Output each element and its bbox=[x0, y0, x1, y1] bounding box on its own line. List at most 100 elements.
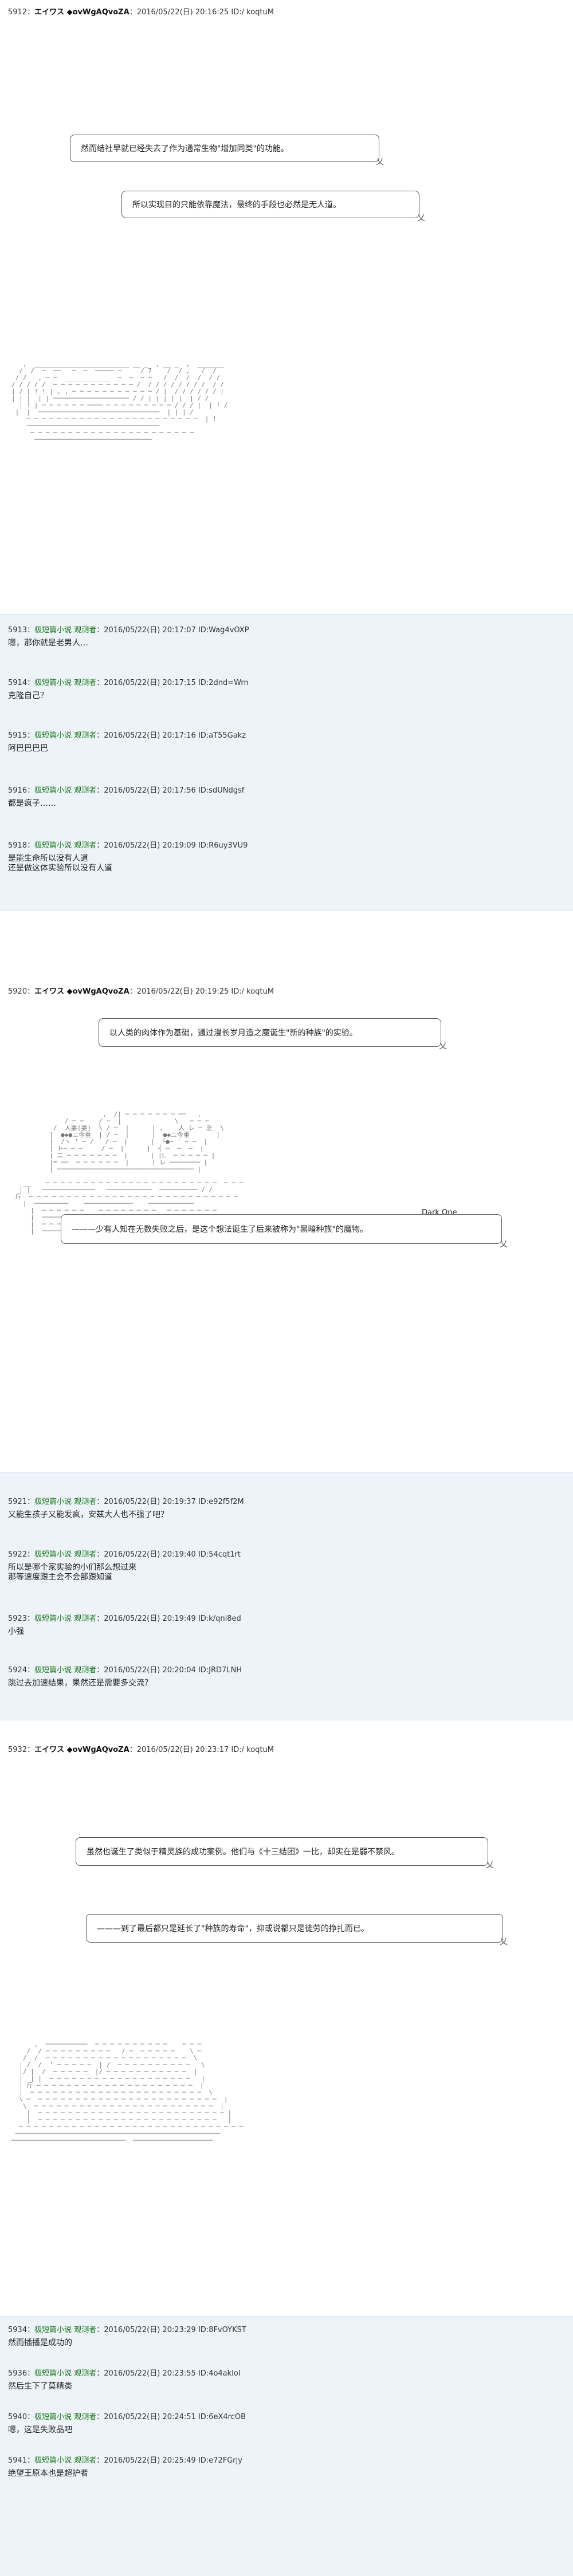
poster-name: 极短篇小说 观测者 bbox=[34, 731, 97, 740]
post-meta: ：2016/05/22(日) 20:23:29 ID:8FvOYKST bbox=[96, 2326, 246, 2334]
post-meta: ：2016/05/22(日) 20:19:40 ID:54cqt1rt bbox=[96, 1550, 241, 1559]
main-post-5920: 5920：エイワス ◆ovWgAQvoZA：2016/05/22(日) 20:1… bbox=[0, 911, 573, 1472]
post-meta: ：2016/05/22(日) 20:23:17 ID:/ koqtuM bbox=[129, 1746, 274, 1754]
speech-bubble: 虽然也诞生了类似于精灵族的成功案例。他们与《十三结团》一比，却实在是弱不禁风。 bbox=[76, 1837, 488, 1866]
post-meta: ：2016/05/22(日) 20:19:49 ID:k/qni8ed bbox=[96, 1614, 241, 1623]
post-number[interactable]: 5936： bbox=[8, 2369, 35, 2378]
reply-block: 5921：极短篇小说 观测者：2016/05/22(日) 20:19:37 ID… bbox=[0, 1472, 573, 1720]
poster-name: 极短篇小说 观测者 bbox=[34, 1550, 97, 1559]
reply-text: 跳过去加速结果，果然还是需要多交流？ bbox=[8, 1679, 152, 1688]
bubble-text: 以人类的肉体作为基础，通过漫长岁月造之魔诞生"新的种族"的实验。 bbox=[109, 1029, 358, 1038]
poster-name: 极短篇小说 观测者 bbox=[34, 1614, 97, 1623]
poster-name: 极短篇小说 观测者 bbox=[34, 1666, 97, 1675]
bubble-text: ———到了最后都只是延长了"种族的寿命"，抑或说都只是徒劳的挣扎而已。 bbox=[97, 1924, 369, 1933]
post-number[interactable]: 5921： bbox=[8, 1498, 35, 1506]
post-number[interactable]: 5934： bbox=[8, 2326, 35, 2334]
reply-block: 5913：极短篇小说 观测者：2016/05/22(日) 20:17:07 ID… bbox=[0, 615, 573, 910]
main-post-5912: 5912：エイワス ◆ovWgAQvoZA：2016/05/22(日) 20:1… bbox=[0, 0, 573, 614]
poster-name: 极短篇小说 观测者 bbox=[34, 841, 97, 850]
post-number[interactable]: 5914： bbox=[8, 679, 35, 687]
post-number[interactable]: 5916： bbox=[8, 786, 35, 795]
poster-name: 极短篇小说 观测者 bbox=[34, 2326, 97, 2334]
bubble-tail-mark: 乂 bbox=[439, 1042, 447, 1051]
post-meta: ：2016/05/22(日) 20:23:55 ID:4o4aklol bbox=[96, 2369, 241, 2378]
reply-text: 嗯，那你就是老男人… bbox=[8, 639, 88, 648]
speech-bubble: 以人类的肉体作为基础，通过漫长岁月造之魔诞生"新的种族"的实验。 bbox=[99, 1018, 441, 1047]
post-meta: ：2016/05/22(日) 20:17:15 ID:2dnd=Wrn bbox=[96, 679, 249, 687]
reply-text: 都是疯子…… bbox=[8, 799, 56, 808]
post-meta: ：2016/05/22(日) 20:20:04 ID:JRD7LNH bbox=[96, 1666, 242, 1675]
reply-header: 5923：极短篇小说 观测者：2016/05/22(日) 20:19:49 ID… bbox=[8, 1612, 241, 1623]
post-header: 5932：エイワス ◆ovWgAQvoZA：2016/05/22(日) 20:2… bbox=[8, 1743, 274, 1754]
poster-name: 极短篇小说 观测者 bbox=[34, 1498, 97, 1506]
reply-header: 5922：极短篇小说 观测者：2016/05/22(日) 20:19:40 ID… bbox=[8, 1548, 241, 1559]
reply-text: 然而插播是成功的 bbox=[8, 2338, 72, 2347]
post-meta: ：2016/05/22(日) 20:25:49 ID:e72FGrjy bbox=[96, 2456, 242, 2465]
reply-header: 5941：极短篇小说 观测者：2016/05/22(日) 20:25:49 ID… bbox=[8, 2454, 242, 2465]
post-number[interactable]: 5924： bbox=[8, 1666, 35, 1675]
bubble-text: 虽然也诞生了类似于精灵族的成功案例。他们与《十三结团》一比，却实在是弱不禁风。 bbox=[87, 1848, 399, 1857]
reply-header: 5913：极短篇小说 观测者：2016/05/22(日) 20:17:07 ID… bbox=[8, 624, 249, 635]
bubble-tail-mark: 乂 bbox=[376, 157, 384, 167]
post-number[interactable]: 5920： bbox=[8, 987, 35, 996]
speech-bubble: ———少有人知在无数失败之后，是这个想法诞生了后来被称为"黑暗种族"的魔物。 bbox=[61, 1214, 502, 1244]
reply-header: 5918：极短篇小说 观测者：2016/05/22(日) 20:19:09 ID… bbox=[8, 839, 248, 850]
reply-text: 小强 bbox=[8, 1627, 24, 1636]
reply-block: 5934：极短篇小说 观测者：2016/05/22(日) 20:23:29 ID… bbox=[0, 2317, 573, 2576]
bubble-tail-mark: 乂 bbox=[500, 1240, 508, 1249]
reply-text: 绝望王原本也是超护者 bbox=[8, 2469, 88, 2478]
reply-header: 5915：极短篇小说 观测者：2016/05/22(日) 20:17:16 ID… bbox=[8, 729, 246, 740]
reply-text: 又能生孩子又能发疯，安兹大人也不强了吧？ bbox=[8, 1510, 168, 1519]
post-meta: ：2016/05/22(日) 20:16:25 ID:/ koqtuM bbox=[129, 8, 274, 17]
poster-name: 极短篇小说 观测者 bbox=[34, 2456, 97, 2465]
bubble-text: ———少有人知在无数失败之后，是这个想法诞生了后来被称为"黑暗种族"的魔物。 bbox=[72, 1225, 368, 1234]
poster-name: 极短篇小说 观测者 bbox=[34, 2369, 97, 2378]
reply-header: 5940：极短篇小说 观测者：2016/05/22(日) 20:24:51 ID… bbox=[8, 2410, 246, 2421]
post-number[interactable]: 5923： bbox=[8, 1614, 35, 1623]
reply-header: 5921：极短篇小说 观测者：2016/05/22(日) 20:19:37 ID… bbox=[8, 1495, 244, 1506]
reply-header: 5914：极短篇小说 观测者：2016/05/22(日) 20:17:15 ID… bbox=[8, 676, 249, 687]
bubble-tail-mark: 乂 bbox=[417, 214, 425, 223]
post-number[interactable]: 5940： bbox=[8, 2413, 35, 2421]
post-meta: ：2016/05/22(日) 20:17:07 ID:Wag4vOXP bbox=[96, 626, 249, 635]
speech-bubble: 然而结社早就已经失去了作为通常生物"增加同类"的功能。 bbox=[70, 135, 379, 162]
poster-name: エイワス ◆ovWgAQvoZA bbox=[34, 1746, 129, 1754]
reply-text: 克隆自己？ bbox=[8, 691, 48, 700]
ascii-art: , ─────────── ─ ─ ─ ─ ─ ─ ─ ─ ─ ─ ─ ─ ─ … bbox=[11, 2041, 243, 2144]
speech-bubble: 所以实现目的只能依靠魔法，最终的手段也必然是无人道。 bbox=[121, 191, 419, 218]
reply-header: 5924：极短篇小说 观测者：2016/05/22(日) 20:20:04 ID… bbox=[8, 1664, 242, 1675]
poster-name: エイワス ◆ovWgAQvoZA bbox=[34, 8, 129, 17]
post-meta: ：2016/05/22(日) 20:19:37 ID:e92f5f2M bbox=[96, 1498, 244, 1506]
post-meta: ：2016/05/22(日) 20:19:09 ID:R6uy3VU9 bbox=[96, 841, 248, 850]
reply-header: 5916：极短篇小说 观测者：2016/05/22(日) 20:17:56 ID… bbox=[8, 784, 244, 795]
speech-bubble: ———到了最后都只是延长了"种族的寿命"，抑或说都只是徒劳的挣扎而已。 bbox=[86, 1914, 503, 1943]
post-number[interactable]: 5912： bbox=[8, 8, 35, 17]
poster-name: 极短篇小说 观测者 bbox=[34, 626, 97, 635]
reply-text: 是能生命所以没有人道 还是做这体实验所以没有人道 bbox=[8, 854, 112, 873]
reply-text: 阿巴巴巴巴 bbox=[8, 744, 48, 753]
post-number[interactable]: 5913： bbox=[8, 626, 35, 635]
post-meta: ：2016/05/22(日) 20:24:51 ID:6eX4rcOB bbox=[96, 2413, 246, 2421]
post-number[interactable]: 5932： bbox=[8, 1746, 35, 1754]
divider bbox=[0, 910, 573, 911]
poster-name: 极短篇小说 观测者 bbox=[34, 2413, 97, 2421]
reply-text: 所以是哪个家实验的小们那么想过来 那等速度跟主会不会部跟知道 bbox=[8, 1563, 136, 1582]
post-header: 5912：エイワス ◆ovWgAQvoZA：2016/05/22(日) 20:1… bbox=[8, 6, 274, 17]
post-number[interactable]: 5922： bbox=[8, 1550, 35, 1559]
post-number[interactable]: 5918： bbox=[8, 841, 35, 850]
reply-text: 然后生下了莫精类 bbox=[8, 2382, 72, 2391]
reply-header: 5936：极短篇小说 观测者：2016/05/22(日) 20:23:55 ID… bbox=[8, 2367, 240, 2378]
bubble-tail-mark: 乂 bbox=[486, 1861, 494, 1870]
bubble-text: 然而结社早就已经失去了作为通常生物"增加同类"的功能。 bbox=[81, 144, 289, 153]
post-number[interactable]: 5915： bbox=[8, 731, 35, 740]
post-number[interactable]: 5941： bbox=[8, 2456, 35, 2465]
bubble-text: 所以实现目的只能依靠魔法，最终的手段也必然是无人道。 bbox=[132, 200, 341, 210]
divider bbox=[0, 614, 573, 615]
divider bbox=[0, 2316, 573, 2317]
post-meta: ：2016/05/22(日) 20:17:56 ID:sdUNdgsf bbox=[96, 786, 245, 795]
post-meta: ：2016/05/22(日) 20:17:16 ID:aT55Gakz bbox=[96, 731, 246, 740]
reply-header: 5934：极短篇小说 观测者：2016/05/22(日) 20:23:29 ID… bbox=[8, 2323, 246, 2334]
post-meta: ：2016/05/22(日) 20:19:25 ID:/ koqtuM bbox=[129, 987, 274, 996]
poster-name: 极短篇小说 观测者 bbox=[34, 679, 97, 687]
main-post-5932: 5932：エイワス ◆ovWgAQvoZA：2016/05/22(日) 20:2… bbox=[0, 1720, 573, 2316]
